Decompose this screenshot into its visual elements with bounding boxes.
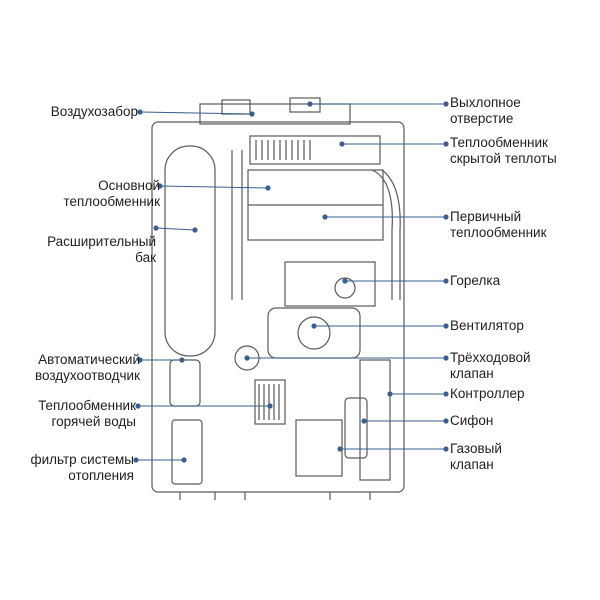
dhw-hx-shape xyxy=(254,379,286,425)
pointer-dot-siphon-label xyxy=(443,418,449,424)
label-expansion-tank: Расширительный бак xyxy=(8,234,156,266)
label-latent-hx-line-2: скрытой теплоты xyxy=(450,151,557,166)
label-burner: Горелка xyxy=(450,273,592,289)
bottom-connections xyxy=(179,492,371,500)
label-primary-hx-line-2: теплообменник xyxy=(450,225,547,240)
label-three-way-valve-line-1: Трёхходовой xyxy=(450,350,531,365)
gas-valve-shape xyxy=(295,419,343,477)
label-air-intake: Воздухозабор xyxy=(8,104,138,120)
label-exhaust: Выхлопное отверстие xyxy=(450,95,592,127)
label-siphon-line-1: Сифон xyxy=(450,413,494,428)
label-gas-valve-line-2: клапан xyxy=(450,457,494,472)
pointer-dot-dhw-hx-target xyxy=(267,403,273,409)
pointer-dot-primary-hx-label xyxy=(443,214,449,220)
pointer-dot-latent-hx-label xyxy=(443,141,449,147)
pointer-dot-primary-hx-target xyxy=(322,214,328,220)
air-intake-port xyxy=(221,99,251,115)
pointer-dot-siphon-target xyxy=(361,418,367,424)
pointer-dot-fan-label xyxy=(443,323,449,329)
label-controller-line-1: Контроллер xyxy=(450,386,525,401)
label-auto-air-vent: Автоматический воздухоотводчик xyxy=(8,352,140,384)
label-auto-air-vent-line-1: Автоматический xyxy=(38,352,140,367)
pointer-dot-controller-label xyxy=(443,391,449,397)
expansion-tank-shape xyxy=(164,145,216,357)
label-gas-valve-line-1: Газовый xyxy=(450,441,502,456)
label-latent-hx-line-1: Теплообменник xyxy=(450,135,548,150)
label-siphon: Сифон xyxy=(450,413,592,429)
right-pipes xyxy=(371,169,401,300)
label-main-hx: Основной теплообменник xyxy=(8,178,160,210)
label-burner-line-1: Горелка xyxy=(450,273,501,288)
controller-shape xyxy=(359,359,391,481)
pointer-dot-gas-valve-target xyxy=(337,446,343,452)
label-main-hx-line-2: теплообменник xyxy=(63,194,160,209)
pointer-dot-burner-target xyxy=(342,278,348,284)
label-controller: Контроллер xyxy=(450,386,592,402)
pointer-dot-expansion-tank-target xyxy=(192,227,198,233)
label-latent-hx: Теплообменник скрытой теплоты xyxy=(450,135,596,167)
pointer-dot-three-way-valve-label xyxy=(443,355,449,361)
pointer-dot-three-way-valve-target xyxy=(244,355,250,361)
label-dhw-hx: Теплообменник горячей воды xyxy=(8,398,136,430)
label-expansion-tank-line-1: Расширительный xyxy=(47,234,156,249)
label-primary-hx: Первичный теплообменник xyxy=(450,209,596,241)
pointer-line-main-hx xyxy=(159,185,269,189)
label-auto-air-vent-line-2: воздухоотводчик xyxy=(35,368,140,383)
fan-rotor xyxy=(297,316,331,350)
siphon-shape xyxy=(344,397,368,459)
pointer-dot-main-hx-label xyxy=(157,183,163,189)
label-exhaust-line-2: отверстие xyxy=(450,111,514,126)
pointer-dot-auto-air-vent-target xyxy=(179,357,185,363)
pointer-line-air-intake xyxy=(139,111,253,115)
label-heating-filter: фильтр системы отопления xyxy=(8,452,134,484)
burner-ignition xyxy=(334,277,356,299)
pointer-dot-expansion-tank-label xyxy=(153,225,159,231)
pointer-dot-latent-hx-target xyxy=(339,141,345,147)
filter-shape xyxy=(171,419,203,485)
pointer-dot-dhw-hx-label xyxy=(135,403,141,409)
label-three-way-valve: Трёхходовой клапан xyxy=(450,350,592,382)
boiler-casing xyxy=(151,121,405,493)
pointer-dot-air-intake-label xyxy=(137,109,143,115)
exhaust-port xyxy=(289,97,321,113)
label-fan: Вентилятор xyxy=(450,318,592,334)
pointer-dot-auto-air-vent-label xyxy=(137,357,143,363)
label-heating-filter-line-2: отопления xyxy=(68,468,134,483)
fan-shape xyxy=(267,307,361,359)
label-gas-valve: Газовый клапан xyxy=(450,441,592,473)
latent-hx-fins xyxy=(255,140,311,160)
pointer-lines xyxy=(133,101,449,463)
pointer-dot-heating-filter-label xyxy=(133,457,139,463)
label-primary-hx-line-1: Первичный xyxy=(450,209,522,224)
pump-shape xyxy=(169,359,201,407)
latent-hx-shape xyxy=(249,135,381,165)
pointer-dot-fan-target xyxy=(311,323,317,329)
label-three-way-valve-line-2: клапан xyxy=(450,366,494,381)
pointer-line-expansion-tank xyxy=(155,227,196,231)
label-dhw-hx-line-1: Теплообменник xyxy=(38,398,136,413)
pointer-dot-heating-filter-target xyxy=(181,457,187,463)
left-pipes xyxy=(231,150,243,300)
label-heating-filter-line-1: фильтр системы xyxy=(30,452,134,467)
dhw-hx-plates xyxy=(258,384,280,420)
label-air-intake-line-1: Воздухозабор xyxy=(50,104,138,119)
flue-collar xyxy=(199,103,351,125)
label-exhaust-line-1: Выхлопное xyxy=(450,95,521,110)
label-expansion-tank-line-2: бак xyxy=(135,250,156,265)
pointer-dot-air-intake-target xyxy=(249,111,255,117)
boiler-illustration xyxy=(151,97,405,500)
pointer-dot-controller-target xyxy=(387,391,393,397)
burner-shape xyxy=(284,261,376,307)
pointer-dot-exhaust-label xyxy=(443,101,449,107)
pointer-dot-exhaust-target xyxy=(307,101,313,107)
pointer-dot-gas-valve-label xyxy=(443,446,449,452)
label-main-hx-line-1: Основной xyxy=(98,178,160,193)
pointer-dot-burner-label xyxy=(443,278,449,284)
pointer-dot-main-hx-target xyxy=(265,185,271,191)
label-dhw-hx-line-2: горячей воды xyxy=(51,414,136,429)
label-fan-line-1: Вентилятор xyxy=(450,318,524,333)
